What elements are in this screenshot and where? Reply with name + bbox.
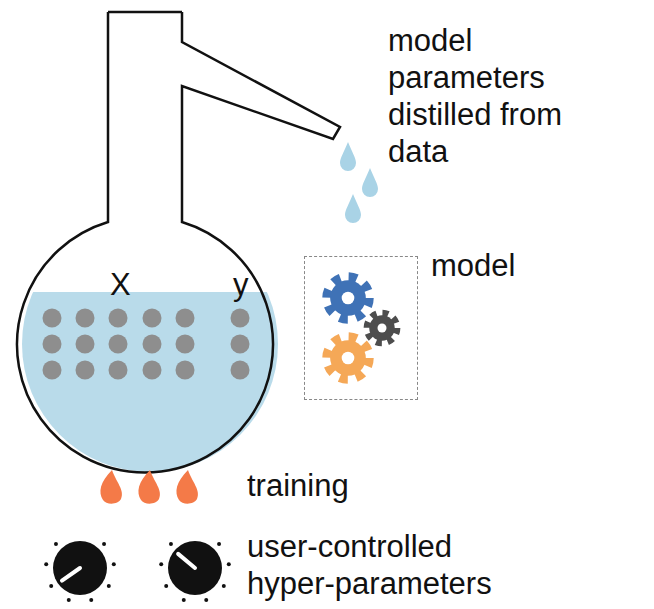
model-heading: model: [431, 247, 515, 284]
flask-mouth: [108, 11, 182, 14]
gear-icons: [327, 277, 397, 379]
flames: [100, 470, 198, 504]
hyperparameter-label: user-controlled hyper-parameters: [247, 528, 517, 602]
flask-node: Xy: [22, 216, 278, 472]
training-label: training: [247, 467, 547, 504]
knobs: [44, 541, 231, 602]
feature-label: X: [110, 266, 131, 303]
drops: [340, 142, 378, 223]
model-box: model: [304, 256, 418, 400]
target-label: y: [233, 266, 249, 303]
distill-note: model parameters distilled from data: [388, 22, 613, 170]
data-points: [43, 309, 250, 380]
flask-outline: [17, 12, 340, 473]
liquid: [20, 292, 282, 492]
